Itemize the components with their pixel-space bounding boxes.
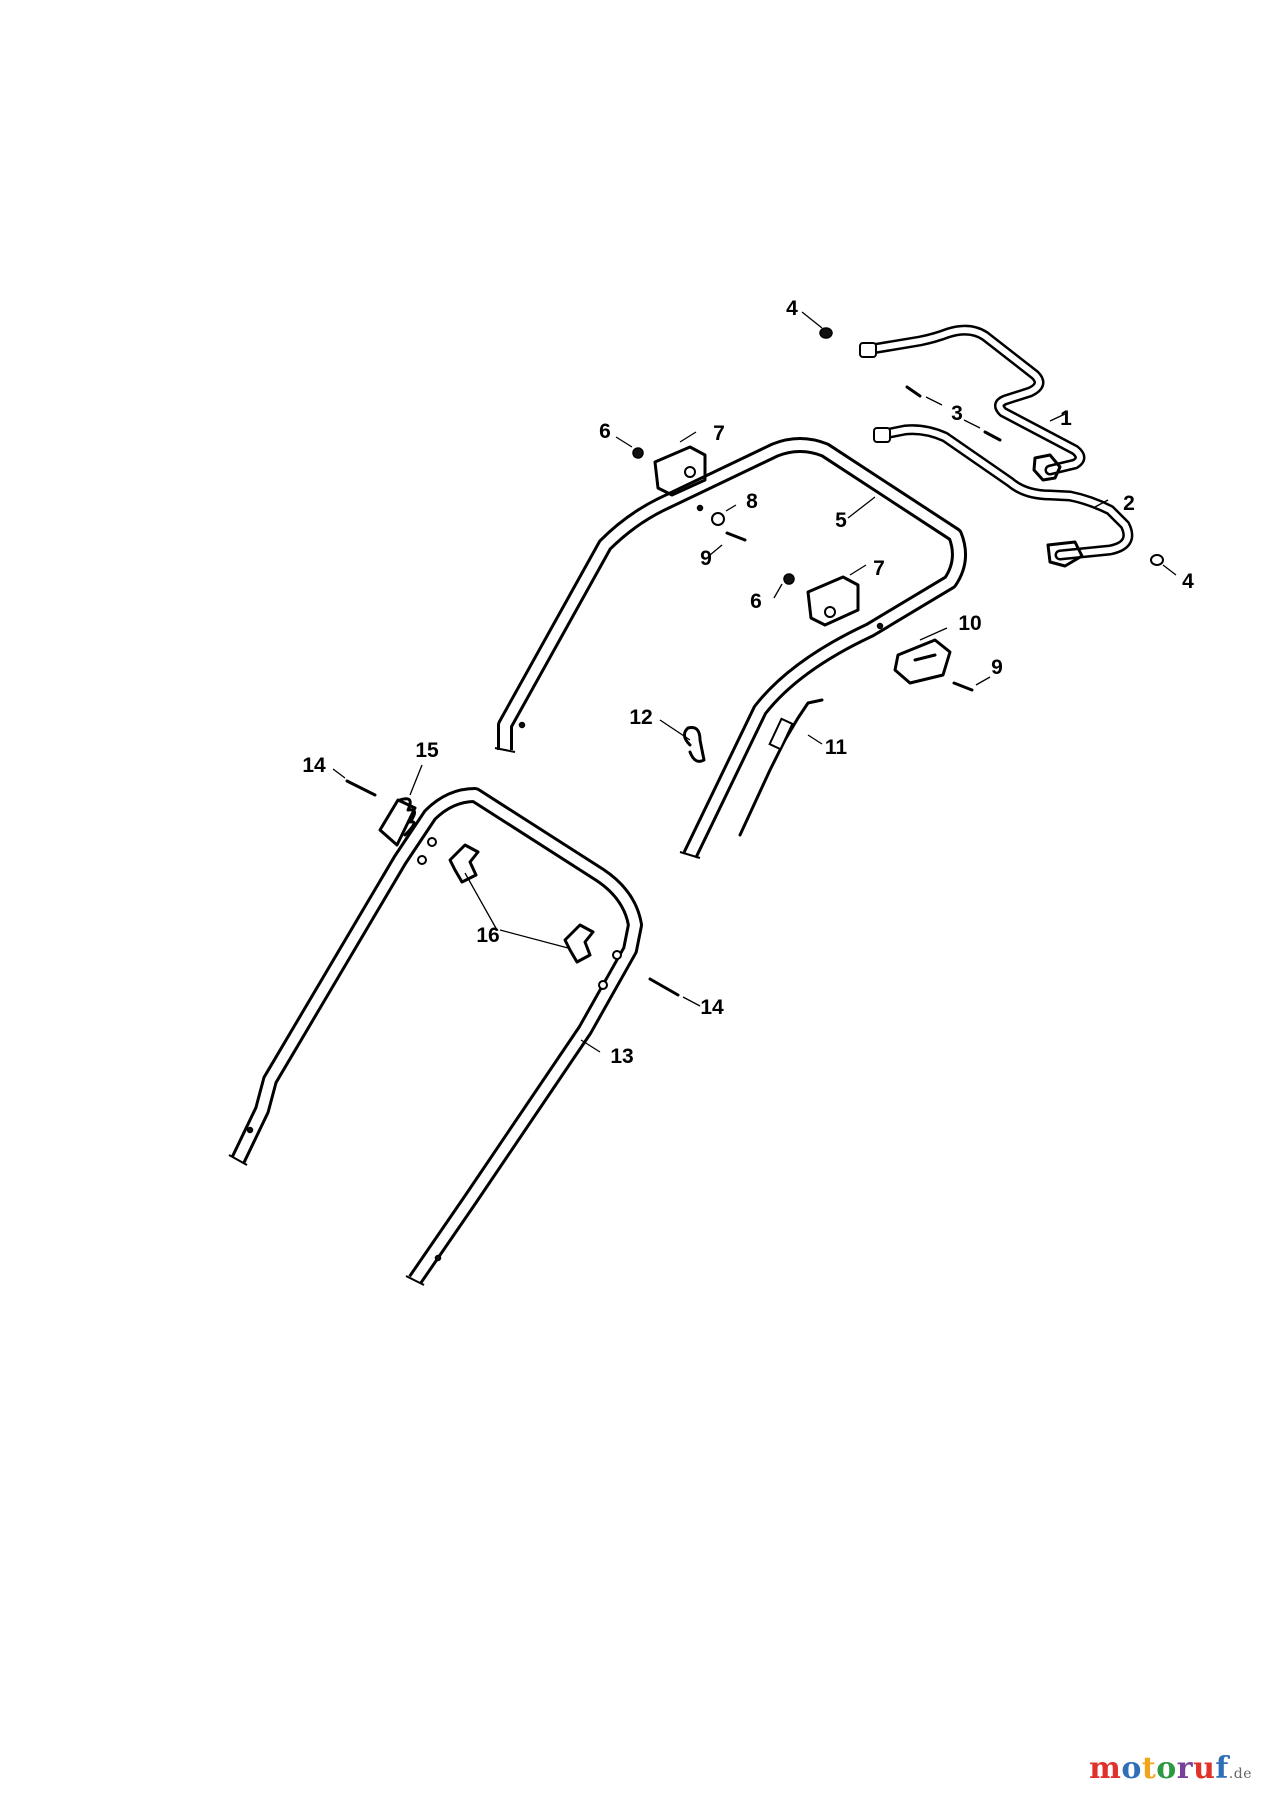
part-4-washer-right bbox=[1150, 554, 1164, 566]
leader-lines bbox=[332, 311, 1177, 1053]
callout-labels: 4 1 3 2 4 5 6 7 8 9 6 7 10 9 11 12 14 15… bbox=[302, 297, 1194, 1068]
callout-11: 11 bbox=[825, 736, 848, 759]
part-1-control-bail bbox=[859, 324, 1086, 482]
part-13-lower-handle bbox=[228, 787, 643, 1286]
part-7-clamp-upper bbox=[653, 445, 707, 497]
callout-14: 14 bbox=[302, 754, 326, 777]
part-14-bolt-left bbox=[345, 779, 377, 797]
part-9-screw-upper bbox=[725, 531, 747, 542]
callout-16: 16 bbox=[476, 924, 499, 947]
callout-4: 4 bbox=[1182, 570, 1194, 593]
callout-7: 7 bbox=[873, 557, 885, 580]
callout-15: 15 bbox=[415, 739, 439, 762]
watermark-letter: o bbox=[1121, 1751, 1142, 1786]
part-8-washer bbox=[711, 512, 725, 526]
callout-3: 3 bbox=[951, 402, 963, 425]
part-3-screw-a bbox=[905, 385, 922, 398]
watermark-letter: o bbox=[1156, 1751, 1177, 1786]
part-3-screw-b bbox=[983, 430, 1002, 442]
part-16-knob-lower bbox=[563, 923, 595, 964]
part-11-cable bbox=[738, 698, 824, 837]
callout-14: 14 bbox=[700, 996, 724, 1019]
part-5-upper-handle bbox=[494, 437, 967, 859]
callout-8: 8 bbox=[746, 490, 758, 513]
callout-1: 1 bbox=[1060, 407, 1072, 430]
part-4-nut-top bbox=[819, 327, 833, 339]
part-6-nut-lower bbox=[783, 573, 795, 585]
part-15-spring-catch bbox=[378, 797, 417, 847]
part-14-bolt-right bbox=[648, 977, 680, 997]
part-6-nut-upper bbox=[632, 447, 644, 459]
watermark-domain: .de bbox=[1228, 1766, 1252, 1782]
watermark-letter: r bbox=[1176, 1751, 1194, 1786]
part-2-control-bail bbox=[873, 424, 1134, 568]
watermark-letter: f bbox=[1215, 1751, 1229, 1786]
part-7-clamp-lower bbox=[806, 575, 860, 627]
part-16-knob-upper bbox=[448, 843, 480, 884]
motoruf-watermark-logo: motoruf.de bbox=[1089, 1751, 1252, 1786]
callout-2: 2 bbox=[1123, 492, 1135, 515]
watermark-letter: t bbox=[1141, 1751, 1157, 1786]
callout-5: 5 bbox=[835, 509, 847, 532]
callout-6: 6 bbox=[750, 590, 762, 613]
callout-4: 4 bbox=[786, 297, 798, 320]
callout-13: 13 bbox=[610, 1045, 633, 1068]
callout-7: 7 bbox=[713, 422, 725, 445]
watermark-letter: m bbox=[1089, 1751, 1122, 1786]
callout-12: 12 bbox=[629, 706, 652, 729]
callout-9: 9 bbox=[700, 547, 712, 570]
part-10-cable-holder bbox=[893, 638, 952, 685]
callout-10: 10 bbox=[958, 612, 981, 635]
part-12-clip bbox=[683, 726, 706, 763]
watermark-letter: u bbox=[1193, 1751, 1216, 1786]
callout-6: 6 bbox=[599, 420, 611, 443]
part-9-screw-lower bbox=[952, 681, 974, 692]
callout-9: 9 bbox=[991, 656, 1003, 679]
